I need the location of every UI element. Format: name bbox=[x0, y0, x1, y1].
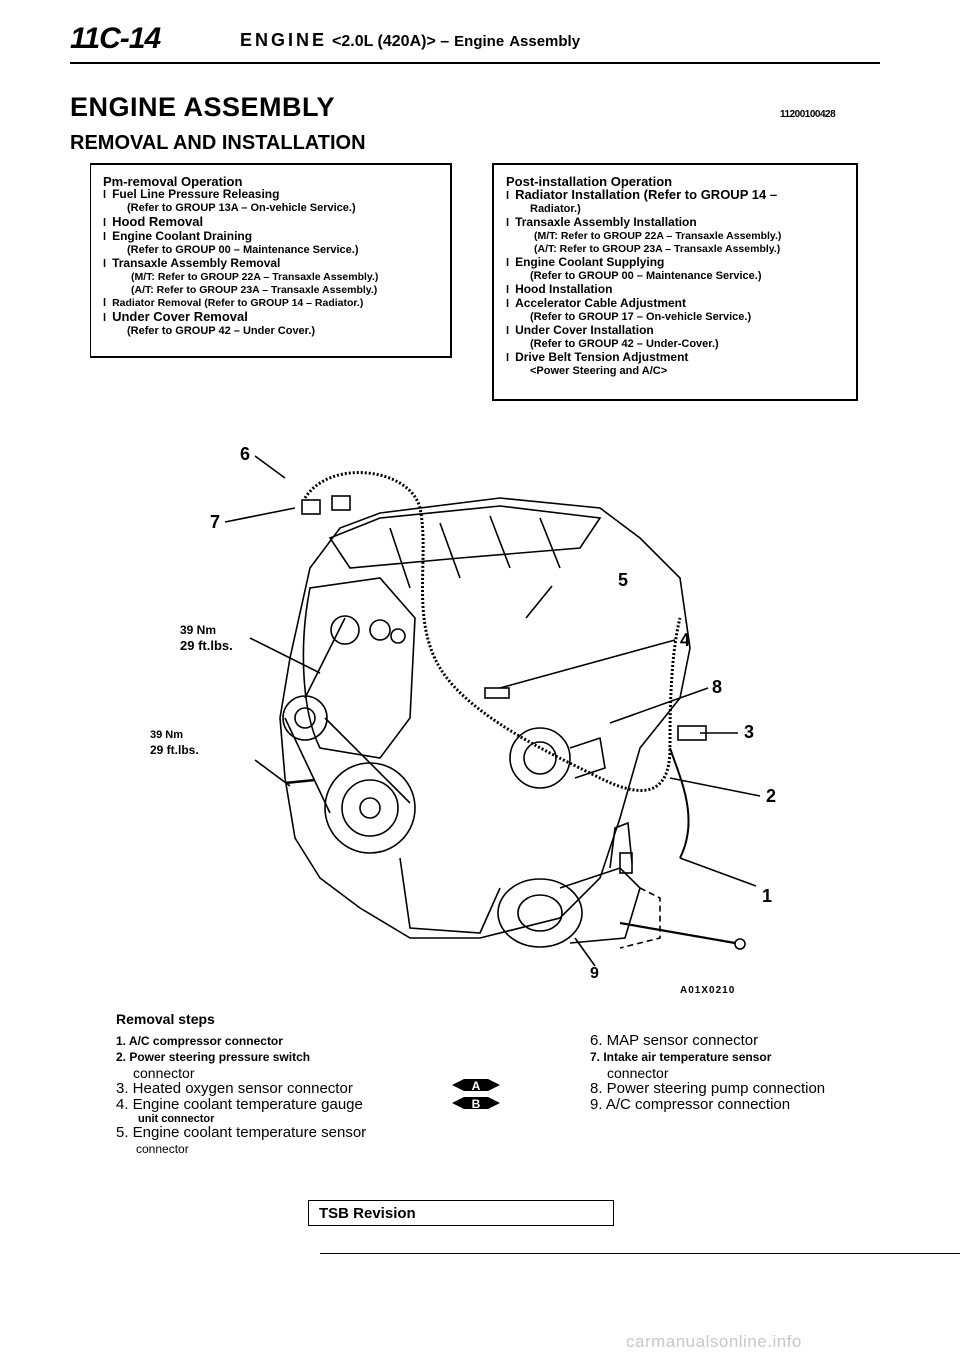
post-installation-line: Radiator Installation (Refer to GROUP 14… bbox=[506, 188, 850, 203]
engine-block-outline bbox=[279, 497, 691, 939]
topic-label-b: Assembly bbox=[509, 33, 581, 50]
post-installation-line: (M/T: Refer to GROUP 22A – Transaxle Ass… bbox=[534, 230, 782, 242]
tsb-revision-label: TSB Revision bbox=[319, 1205, 416, 1222]
pre-removal-line: Engine Coolant Draining bbox=[103, 230, 444, 244]
leader-torque-1 bbox=[249, 637, 321, 674]
pre-removal-box: Pm-removal Operation Fuel Line Pressure … bbox=[90, 163, 452, 358]
leader-1 bbox=[679, 857, 757, 887]
pre-removal-line: (Refer to GROUP 42 – Under Cover.) bbox=[127, 325, 316, 337]
callout-2: 2 bbox=[766, 786, 776, 806]
post-installation-line: Radiator.) bbox=[530, 203, 581, 215]
torque-1-ft: 29 ft.lbs. bbox=[180, 638, 233, 653]
pre-removal-line: (Refer to GROUP 13A – On-vehicle Service… bbox=[127, 202, 356, 214]
header-rule bbox=[70, 62, 880, 64]
tsb-revision-box: TSB Revision bbox=[308, 1200, 614, 1226]
callout-8: 8 bbox=[712, 677, 722, 697]
post-installation-line: <Power Steering and A/C> bbox=[530, 365, 668, 377]
callout-4: 4 bbox=[680, 630, 690, 650]
removal-step: 8. Power steering pump connection bbox=[590, 1080, 826, 1097]
pre-removal-line: Under Cover Removal bbox=[103, 310, 444, 325]
post-installation-line: Drive Belt Tension Adjustment bbox=[506, 351, 850, 365]
callout-9: 9 bbox=[590, 965, 599, 982]
pre-removal-line: Transaxle Assembly Removal bbox=[103, 257, 444, 271]
pre-removal-line: (A/T: Refer to GROUP 23A – Transaxle Ass… bbox=[131, 284, 378, 296]
mark-a-icon: A bbox=[452, 1079, 500, 1093]
pre-removal-heading: Pm-removal Operation bbox=[103, 174, 243, 189]
removal-step: 1. A/C compressor connector bbox=[116, 1034, 283, 1048]
pre-removal-line: Hood Removal bbox=[103, 215, 444, 230]
watermark: carmanualsonline.info bbox=[626, 1332, 802, 1351]
post-installation-line: (Refer to GROUP 42 – Under-Cover.) bbox=[530, 338, 719, 350]
callout-1: 1 bbox=[762, 886, 772, 906]
post-installation-line: Engine Coolant Supplying bbox=[506, 256, 850, 270]
engine-assembly-diagram: 6 7 5 4 8 3 2 1 9 39 Nm 29 ft.lbs. 39 Nm… bbox=[150, 444, 776, 982]
mark-b-icon: B bbox=[452, 1097, 500, 1111]
leader-8 bbox=[609, 687, 709, 724]
removal-step: 2. Power steering pressure switch bbox=[116, 1050, 311, 1064]
removal-step: connector bbox=[136, 1142, 189, 1156]
mark-b-label: B bbox=[472, 1097, 481, 1111]
removal-step: 9. A/C compressor connection bbox=[590, 1096, 791, 1113]
post-installation-line: Under Cover Installation bbox=[506, 324, 850, 338]
removal-steps-title: Removal steps bbox=[116, 1011, 215, 1027]
removal-steps-left: 1. A/C compressor connector 2. Power stee… bbox=[116, 1033, 366, 1157]
leader-9 bbox=[574, 937, 596, 967]
pre-removal-line: (M/T: Refer to GROUP 22A – Transaxle Ass… bbox=[131, 271, 379, 283]
leader-6 bbox=[254, 455, 286, 479]
page-title: ENGINE ASSEMBLY bbox=[70, 92, 336, 122]
removal-step: connector bbox=[607, 1065, 669, 1081]
removal-step: 7. Intake air temperature sensor bbox=[590, 1050, 772, 1064]
section-subtitle: REMOVAL AND INSTALLATION bbox=[70, 132, 366, 154]
torque-2-nm: 39 Nm bbox=[150, 729, 183, 741]
section-label: ENGINE bbox=[240, 30, 328, 50]
removal-step: 3. Heated oxygen sensor connector bbox=[116, 1080, 353, 1097]
removal-step: 4. Engine coolant temperature gauge bbox=[116, 1096, 363, 1113]
callout-7: 7 bbox=[210, 512, 220, 532]
leader-2 bbox=[669, 777, 761, 797]
footer-rule bbox=[320, 1253, 960, 1254]
callout-3: 3 bbox=[744, 722, 754, 742]
leader-torque-2 bbox=[254, 759, 291, 787]
post-installation-line: Accelerator Cable Adjustment bbox=[506, 297, 850, 311]
topic-label: Engine bbox=[454, 33, 505, 50]
page-number: 11C-14 bbox=[70, 22, 161, 55]
pre-removal-line: Radiator Removal (Refer to GROUP 14 – Ra… bbox=[103, 297, 444, 310]
callout-5: 5 bbox=[618, 570, 628, 590]
post-installation-line: Hood Installation bbox=[506, 283, 850, 297]
post-installation-line: Transaxle Assembly Installation bbox=[506, 216, 850, 230]
post-installation-line: (Refer to GROUP 00 – Maintenance Service… bbox=[530, 270, 762, 282]
engine-code: <2.0L (420A)> – bbox=[332, 33, 450, 50]
leader-5 bbox=[525, 585, 553, 619]
torque-1-nm: 39 Nm bbox=[180, 623, 216, 637]
post-installation-line: (Refer to GROUP 17 – On-vehicle Service.… bbox=[530, 311, 752, 323]
post-installation-box: Post-installation Operation Radiator Ins… bbox=[492, 163, 858, 401]
service-marks: A B bbox=[452, 1079, 500, 1111]
mark-a-label: A bbox=[472, 1079, 481, 1093]
pre-removal-line: (Refer to GROUP 00 – Maintenance Service… bbox=[127, 244, 359, 256]
figure-code: A01X0210 bbox=[680, 985, 736, 996]
post-installation-line: (A/T: Refer to GROUP 23A – Transaxle Ass… bbox=[534, 243, 781, 255]
pre-removal-line: Fuel Line Pressure Releasing bbox=[103, 188, 444, 202]
post-installation-heading: Post-installation Operation bbox=[506, 174, 673, 189]
removal-step: 6. MAP sensor connector bbox=[590, 1032, 759, 1049]
callout-6: 6 bbox=[240, 444, 250, 464]
removal-step: unit connector bbox=[138, 1113, 215, 1125]
removal-step: connector bbox=[133, 1065, 195, 1081]
removal-step: 5. Engine coolant temperature sensor bbox=[116, 1124, 367, 1141]
leader-7 bbox=[224, 507, 296, 523]
running-header: ENGINE <2.0L (420A)> – Engine Assembly bbox=[240, 30, 580, 51]
leader-4 bbox=[499, 639, 676, 689]
document-code: 11200100428 bbox=[780, 109, 836, 120]
torque-2-ft: 29 ft.lbs. bbox=[150, 743, 199, 757]
